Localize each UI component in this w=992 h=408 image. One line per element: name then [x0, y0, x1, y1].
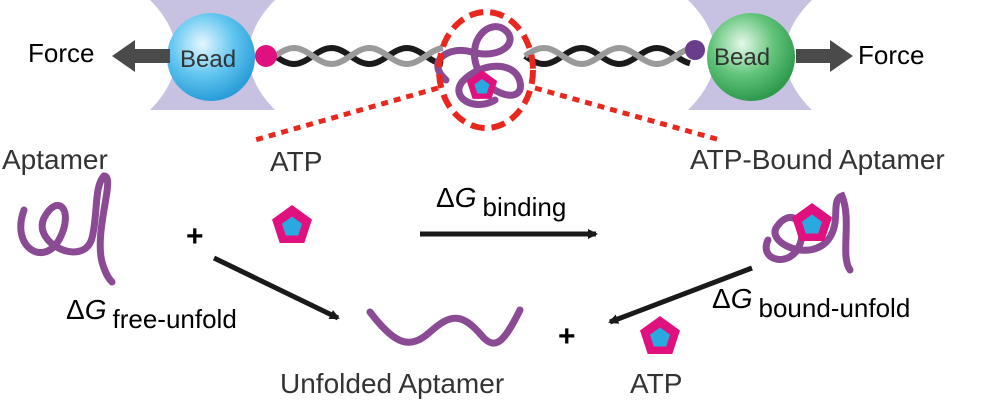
free-unfold-subscript: free-unfold [112, 304, 237, 334]
zoom-line-left [254, 85, 439, 143]
aptamer-label: Aptamer [2, 144, 108, 175]
bound-unfold-arrow [608, 265, 753, 325]
binding-subscript: binding [482, 192, 567, 222]
aptamer-folded [17, 172, 116, 286]
g-symbol: G [730, 283, 753, 314]
plus-sign-bottom: + [558, 320, 576, 353]
atp-label-top: ATP [270, 146, 323, 177]
atp-icon-bound [792, 203, 832, 241]
delta-symbol: Δ [712, 283, 731, 314]
delta-symbol: Δ [66, 294, 85, 325]
atp-icon-bottom [640, 316, 680, 354]
bead-link-magenta [255, 45, 277, 67]
dna-strand-dark [273, 44, 691, 68]
bead-label-right: Bead [714, 44, 771, 71]
dna-strand-light [273, 44, 691, 68]
highlight-ellipse [436, 9, 536, 131]
bead-label-left: Bead [180, 46, 237, 73]
aptamer-bound [762, 191, 854, 274]
zoom-line-right [534, 85, 721, 143]
tethered-atp-icon [466, 70, 498, 99]
bead-right [707, 13, 795, 101]
atp-bound-aptamer-label: ATP-Bound Aptamer [690, 144, 945, 175]
atp-icon-top [272, 205, 312, 243]
aptamer-unfolded [366, 306, 524, 347]
g-symbol: G [454, 182, 477, 213]
delta-symbol: Δ [436, 182, 455, 213]
unfolded-aptamer-label: Unfolded Aptamer [280, 368, 505, 399]
bead-link-purple [685, 40, 705, 60]
free-unfold-arrow [212, 255, 340, 321]
tethered-aptamer [434, 23, 524, 108]
atp-label-bottom: ATP [630, 368, 683, 399]
g-symbol: G [84, 294, 107, 325]
bead-left [167, 13, 255, 101]
force-label-right: Force [858, 40, 925, 70]
force-arrow-left [112, 40, 170, 72]
plus-sign-top: + [186, 220, 204, 253]
bound-unfold-subscript: bound-unfold [758, 293, 911, 323]
force-label-left: Force [28, 38, 95, 68]
force-arrow-right [796, 40, 853, 72]
